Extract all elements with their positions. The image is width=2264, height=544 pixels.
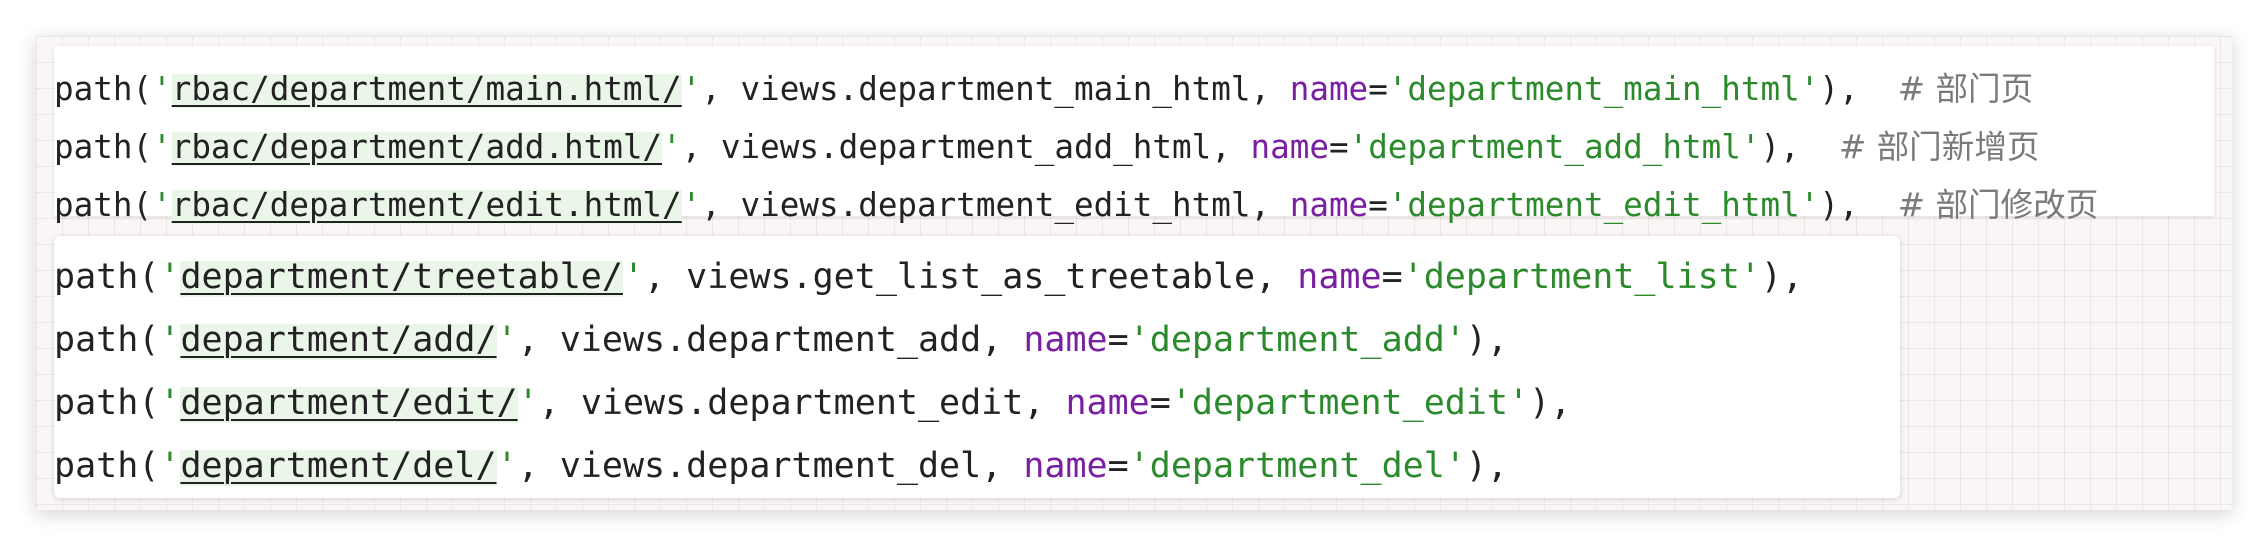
quote: ' bbox=[496, 446, 518, 486]
quote: ' bbox=[496, 320, 518, 360]
view-reference: , views.department_edit_html, bbox=[701, 186, 1290, 224]
code-suffix: ), bbox=[1465, 446, 1509, 486]
view-reference: , views.department_edit, bbox=[538, 383, 1066, 423]
route-url-link[interactable]: rbac/department/main.html/ bbox=[171, 70, 682, 108]
code-path-call: path( bbox=[54, 70, 153, 108]
quote: ' bbox=[622, 257, 645, 297]
equals-sign: = bbox=[1381, 257, 1403, 297]
quote: ' bbox=[681, 186, 702, 224]
quote: ' bbox=[152, 128, 172, 166]
route-url-link[interactable]: department/add/ bbox=[180, 320, 497, 360]
name-keyword: name bbox=[1023, 446, 1108, 486]
code-suffix: ), bbox=[1819, 70, 1898, 108]
equals-sign: = bbox=[1149, 383, 1171, 423]
equals-sign: = bbox=[1368, 186, 1388, 224]
code-suffix: ), bbox=[1760, 128, 1839, 166]
route-url-link[interactable]: rbac/department/add.html/ bbox=[171, 128, 663, 166]
route-name-string: 'department_edit_html' bbox=[1387, 186, 1820, 224]
code-suffix: ), bbox=[1465, 320, 1509, 360]
code-suffix: ), bbox=[1819, 186, 1898, 224]
code-block-api-routes: path('department/treetable/', views.get_… bbox=[54, 236, 1900, 498]
code-path-call: path( bbox=[54, 128, 153, 166]
code-path-call: path( bbox=[54, 383, 160, 423]
code-line: path('rbac/department/main.html/', views… bbox=[54, 60, 2033, 118]
code-path-call: path( bbox=[54, 446, 160, 486]
quote: ' bbox=[159, 383, 181, 423]
quote: ' bbox=[159, 257, 181, 297]
name-keyword: name bbox=[1297, 257, 1382, 297]
code-comment: # 部门新增页 bbox=[1838, 128, 2040, 166]
code-line: path('department/del/', views.department… bbox=[54, 437, 1508, 495]
route-url-link[interactable]: rbac/department/edit.html/ bbox=[171, 186, 682, 224]
name-keyword: name bbox=[1289, 186, 1369, 224]
view-reference: , views.department_main_html, bbox=[701, 70, 1290, 108]
route-name-string: 'department_edit' bbox=[1170, 383, 1530, 423]
code-line: path('department/treetable/', views.get_… bbox=[54, 248, 1803, 306]
view-reference: , views.department_add_html, bbox=[681, 128, 1251, 166]
code-path-call: path( bbox=[54, 186, 153, 224]
equals-sign: = bbox=[1107, 320, 1129, 360]
route-name-string: 'department_main_html' bbox=[1387, 70, 1820, 108]
quote: ' bbox=[517, 383, 539, 423]
route-url-link[interactable]: department/treetable/ bbox=[180, 257, 623, 297]
route-name-string: 'department_add' bbox=[1128, 320, 1466, 360]
code-line: path('rbac/department/edit.html/', views… bbox=[54, 176, 2098, 234]
route-name-string: 'department_list' bbox=[1402, 257, 1761, 297]
equals-sign: = bbox=[1107, 446, 1129, 486]
quote: ' bbox=[159, 446, 181, 486]
name-keyword: name bbox=[1023, 320, 1108, 360]
route-url-link[interactable]: department/edit/ bbox=[180, 383, 518, 423]
view-reference: , views.department_del, bbox=[517, 446, 1024, 486]
code-path-call: path( bbox=[54, 320, 160, 360]
view-reference: , views.department_add, bbox=[517, 320, 1024, 360]
quote: ' bbox=[681, 70, 702, 108]
quote: ' bbox=[662, 128, 682, 166]
route-name-string: 'department_add_html' bbox=[1348, 128, 1761, 166]
equals-sign: = bbox=[1328, 128, 1349, 166]
code-suffix: ), bbox=[1529, 383, 1572, 423]
quote: ' bbox=[159, 320, 181, 360]
name-keyword: name bbox=[1065, 383, 1150, 423]
code-comment: # 部门修改页 bbox=[1897, 186, 2099, 224]
code-suffix: ), bbox=[1760, 257, 1804, 297]
view-reference: , views.get_list_as_treetable, bbox=[644, 257, 1298, 297]
quote: ' bbox=[152, 70, 172, 108]
route-url-link[interactable]: department/del/ bbox=[180, 446, 497, 486]
code-block-html-routes: path('rbac/department/main.html/', views… bbox=[54, 46, 2214, 224]
route-name-string: 'department_del' bbox=[1128, 446, 1466, 486]
name-keyword: name bbox=[1250, 128, 1329, 166]
equals-sign: = bbox=[1368, 70, 1388, 108]
quote: ' bbox=[152, 186, 172, 224]
code-path-call: path( bbox=[54, 257, 160, 297]
code-line: path('rbac/department/add.html/', views.… bbox=[54, 118, 2039, 176]
code-line: path('department/edit/', views.departmen… bbox=[54, 374, 1571, 432]
code-comment: # 部门页 bbox=[1897, 70, 2034, 108]
name-keyword: name bbox=[1289, 70, 1369, 108]
code-line: path('department/add/', views.department… bbox=[54, 311, 1508, 369]
grid-canvas: path('rbac/department/main.html/', views… bbox=[36, 36, 2232, 510]
